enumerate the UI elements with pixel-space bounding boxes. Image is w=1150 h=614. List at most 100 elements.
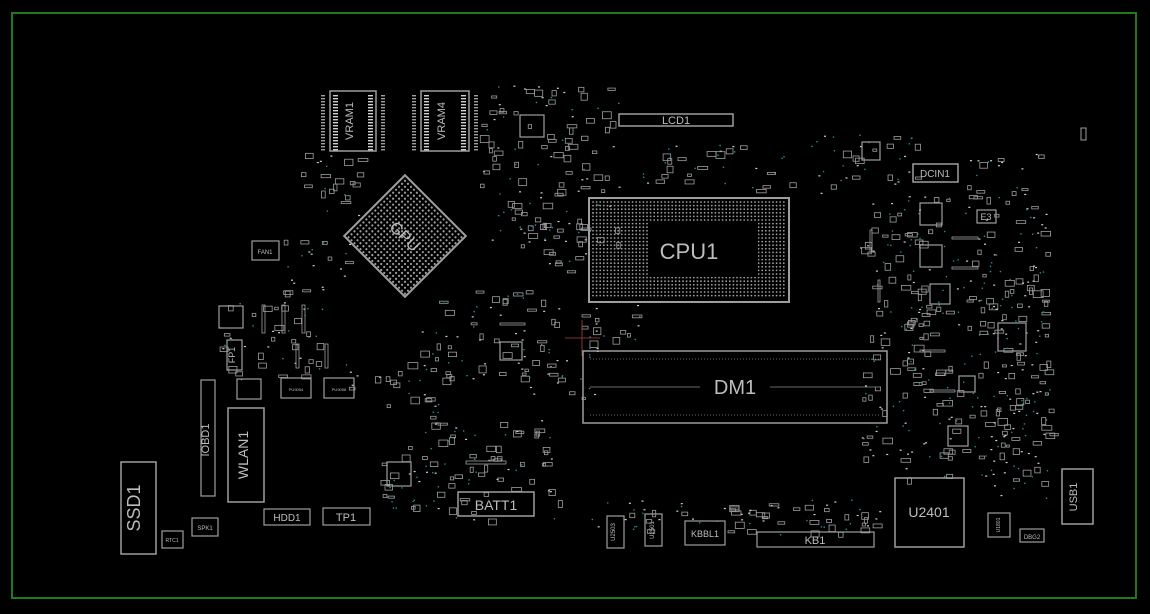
gpu-ball — [374, 239, 377, 242]
passive-component — [578, 241, 583, 248]
cpu-ball — [779, 265, 782, 268]
rtc1-connector[interactable]: RTC1 — [161, 530, 184, 549]
vram-pad — [461, 113, 466, 115]
tp1-connector[interactable]: TP1 — [322, 507, 371, 526]
via — [1042, 271, 1045, 273]
via — [974, 445, 976, 448]
cpu-ball — [599, 229, 602, 232]
gpu-ball — [403, 286, 407, 289]
smd-pad — [222, 348, 225, 350]
cpu-ball — [779, 219, 782, 221]
via — [583, 168, 585, 171]
cpu1-chip[interactable]: CPU1 — [588, 197, 790, 303]
cpu-ball — [764, 276, 767, 279]
smd-pad — [349, 371, 352, 373]
gpu-ball — [448, 236, 451, 239]
gpu-chip[interactable]: GPU — [342, 173, 468, 299]
kbbl1-connector[interactable]: KBBL1 — [684, 520, 726, 546]
cpu-ball — [606, 273, 609, 275]
via — [580, 378, 582, 380]
vram-pad — [368, 98, 373, 100]
vram1-component[interactable]: VRAM1 — [321, 90, 385, 152]
gpu-ball — [400, 277, 404, 280]
cpu-ball — [667, 201, 670, 203]
u2503-chip[interactable]: U2503 — [606, 515, 625, 549]
cpu-ball — [718, 287, 720, 290]
cpu-ball — [739, 283, 742, 286]
smd-pad — [1036, 412, 1039, 414]
via — [345, 252, 347, 255]
cpu-ball — [685, 280, 688, 283]
gpu-ball — [383, 236, 386, 239]
passive-component — [861, 247, 872, 255]
pu9054-component[interactable]: PU9054 — [280, 377, 312, 399]
e3-component[interactable]: E3 — [976, 209, 997, 224]
passive-component — [978, 372, 984, 379]
batt1-connector[interactable]: BATT1 — [457, 491, 535, 517]
via — [1044, 373, 1047, 375]
passive-component — [478, 365, 487, 374]
hdd1-connector[interactable]: HDD1 — [263, 508, 311, 526]
gpu-ball — [433, 256, 436, 260]
cpu-ball — [592, 211, 594, 214]
smd-pad — [1004, 377, 1007, 380]
via — [985, 455, 987, 457]
smd-pad — [993, 254, 996, 256]
cpu-ball — [725, 208, 728, 211]
usb1-connector[interactable]: USB1 — [1061, 468, 1094, 525]
ssd1-connector[interactable]: SSD1 — [120, 461, 157, 555]
vram-pad — [333, 134, 338, 136]
cpu-ball — [613, 255, 616, 257]
gpu-ball — [362, 227, 365, 230]
cpu-ball — [656, 294, 659, 297]
cpu-ball — [772, 262, 774, 265]
passive-component — [995, 409, 1000, 417]
passive-component — [274, 306, 279, 311]
dbg2-connector[interactable]: DBG2 — [1019, 528, 1045, 543]
cpu-ball — [667, 287, 670, 290]
cpu-ball — [725, 287, 728, 290]
passive-component — [520, 375, 530, 383]
passive-component — [1041, 425, 1053, 431]
fp1-connector[interactable]: FP1 — [226, 339, 243, 371]
passive-component — [540, 223, 546, 230]
via — [910, 360, 912, 363]
cpu-ball — [664, 211, 666, 214]
via — [553, 517, 556, 520]
gpu-ball — [392, 245, 395, 248]
gpu-ball — [442, 242, 445, 245]
cpu-ball — [592, 237, 594, 239]
cpu-ball — [653, 219, 656, 221]
via — [287, 330, 290, 332]
iobd1-connector[interactable]: IOBD1 — [200, 379, 216, 497]
vram-pin — [321, 104, 325, 106]
wlan1-connector[interactable]: WLAN1 — [227, 407, 265, 503]
pu9058-component[interactable]: PU9058 — [323, 377, 355, 399]
gpu-ball — [424, 253, 427, 257]
u1801-chip[interactable]: U1801 — [987, 512, 1011, 538]
gpu-ball — [427, 268, 430, 272]
passive-component — [223, 333, 231, 337]
cpu-ball — [602, 211, 605, 214]
passive-component — [518, 178, 528, 186]
cpu-ball — [674, 283, 677, 286]
passive-component — [973, 196, 984, 200]
via — [1026, 208, 1028, 211]
passive-component — [515, 430, 525, 435]
passive-component — [604, 175, 610, 181]
u2501-chip[interactable]: U2501 — [644, 513, 663, 547]
passive-component — [830, 184, 837, 190]
gpu-ball — [403, 209, 407, 212]
kb1-connector[interactable]: KB1 — [756, 531, 875, 548]
vram4-component[interactable]: VRAM4 — [412, 90, 478, 152]
cpu-ball — [595, 201, 598, 203]
spk1-connector[interactable]: SPK1 — [191, 517, 219, 537]
fan1-connector[interactable]: FAN1 — [251, 240, 280, 261]
u2401-chip[interactable]: U2401 — [894, 477, 965, 548]
cpu-ball — [768, 233, 771, 236]
lcd1-connector[interactable]: LCD1 — [618, 113, 734, 127]
dcin1-connector[interactable]: DCIN1 — [912, 163, 959, 183]
dm1-connector[interactable]: DM1 — [582, 350, 888, 424]
cpu-ball — [725, 280, 728, 283]
cpu-ball — [757, 294, 760, 297]
